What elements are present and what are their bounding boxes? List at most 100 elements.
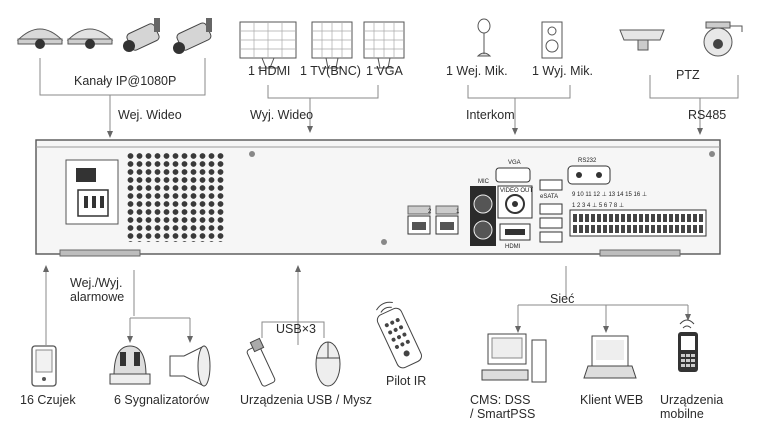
terminal-screw [603,225,607,233]
terminal-screw [681,225,685,233]
bottom-connector-lines [43,265,691,345]
tv-monitor-icon [311,21,353,69]
mic-in-label: 1 Wej. Mik. [446,64,508,78]
vga-label: 1 VGA [366,64,403,78]
terminal-screw [627,225,631,233]
usb-esata-ports: eSATA [539,179,563,243]
terminal-screw [597,214,601,222]
terminal-screw [651,214,655,222]
intercom-label: Interkom [466,108,515,122]
ir-remote-icon [376,301,422,369]
bullet-camera-icon [123,18,160,52]
ip-cameras-label: Kanały IP@1080P [74,74,177,88]
video-out-label: VIDEO OUT [500,188,533,194]
terminal-screw [645,225,649,233]
terminal-screw [585,214,589,222]
terminal-screw [603,214,607,222]
vga-monitor-icon [363,21,405,69]
terminal-screw [579,214,583,222]
terminal-screw [693,214,697,222]
cms-label: CMS: DSS / SmartPSS [470,393,536,422]
network-label: Sieć [550,292,575,306]
top-connector-lines [39,58,739,138]
terminal-screw [591,214,595,222]
ptz-keyboard-icon [619,29,665,51]
ptz-camera-icon [703,21,743,57]
terminal-screw [633,225,637,233]
mic-label: MIC [478,179,490,185]
rs232-port: RS232 [567,158,611,185]
terminal-screw [609,214,613,222]
terminal-screw [699,225,703,233]
terminal-screw [627,214,631,222]
dome-camera-icon [66,28,114,49]
speaker-icon [541,21,563,59]
rs232-label: RS232 [578,158,597,164]
terminal-screw [681,214,685,222]
microphone-icon [476,18,492,57]
sensors-label: 16 Czujek [20,393,76,407]
usb-stick-icon [246,337,276,387]
terminal-screws [573,214,703,233]
terminal-screw [609,225,613,233]
hdmi-port: HDMI [499,223,531,250]
terminal-screw [699,214,703,222]
terminal-screw [591,225,595,233]
sirens-label: 6 Sygnalizatorów [114,393,210,407]
mic-out-label: 1 Wyj. Mik. [532,64,593,78]
hdmi-label: HDMI [505,244,521,250]
terminal-screw [657,214,661,222]
io-bottom-row: 1 2 3 4 ⊥ 5 6 7 8 ⊥ [572,202,624,209]
lan2-label: 2 [428,209,432,215]
alarm-terminal-block: 9 10 11 12 ⊥ 13 14 15 16 ⊥ 1 2 3 4 ⊥ 5 6… [569,191,707,237]
terminal-screw [645,214,649,222]
hdmi-monitor-icon [239,21,297,69]
terminal-screw [675,225,679,233]
ir-remote-label: Pilot IR [386,374,427,388]
vga-port: VGA [495,160,531,183]
terminal-screw [687,225,691,233]
terminal-screw [615,225,619,233]
rs485-label: RS485 [688,108,727,122]
terminal-screw [615,214,619,222]
hdmi-label: 1 HDMI [248,64,291,78]
web-client-label: Klient WEB [580,393,644,407]
sensor-icon [31,345,57,387]
io-top-row: 9 10 11 12 ⊥ 13 14 15 16 ⊥ [572,191,647,198]
terminal-screw [639,214,643,222]
terminal-screw [579,225,583,233]
terminal-screw [663,214,667,222]
power-socket [65,159,119,225]
mic-ports: MIC [470,179,496,246]
terminal-screw [585,225,589,233]
siren-icon [109,345,151,385]
ptz-label: PTZ [676,68,700,82]
lan1-label: 1 [456,209,460,215]
terminal-screw [687,214,691,222]
terminal-screw [573,214,577,222]
terminal-screw [669,214,673,222]
mobile-label: Urządzenia mobilne [660,393,724,422]
dome-camera-icon [16,28,64,49]
mouse-icon [315,341,341,387]
desktop-computer-icon [481,333,547,383]
video-out-label: Wyj. Wideo [250,108,314,122]
terminal-screw [621,225,625,233]
terminal-screw [597,225,601,233]
terminal-screw [675,214,679,222]
lan-ports: 2 1 [407,205,460,235]
vga-port-label: VGA [508,160,521,166]
laptop-icon [583,335,637,379]
terminal-screw [639,225,643,233]
terminal-screw [657,225,661,233]
terminal-screw [651,225,655,233]
alarm-io-label: Wej./Wyj. alarmowe [70,276,125,305]
strobe-siren-icon [169,345,211,387]
fan-grille [126,152,224,242]
esata-label: eSATA [540,194,558,200]
terminal-screw [693,225,697,233]
terminal-screw [633,214,637,222]
usb-x3-label: USB×3 [276,322,316,336]
usb-devices-label: Urządzenia USB / Mysz [240,393,372,407]
